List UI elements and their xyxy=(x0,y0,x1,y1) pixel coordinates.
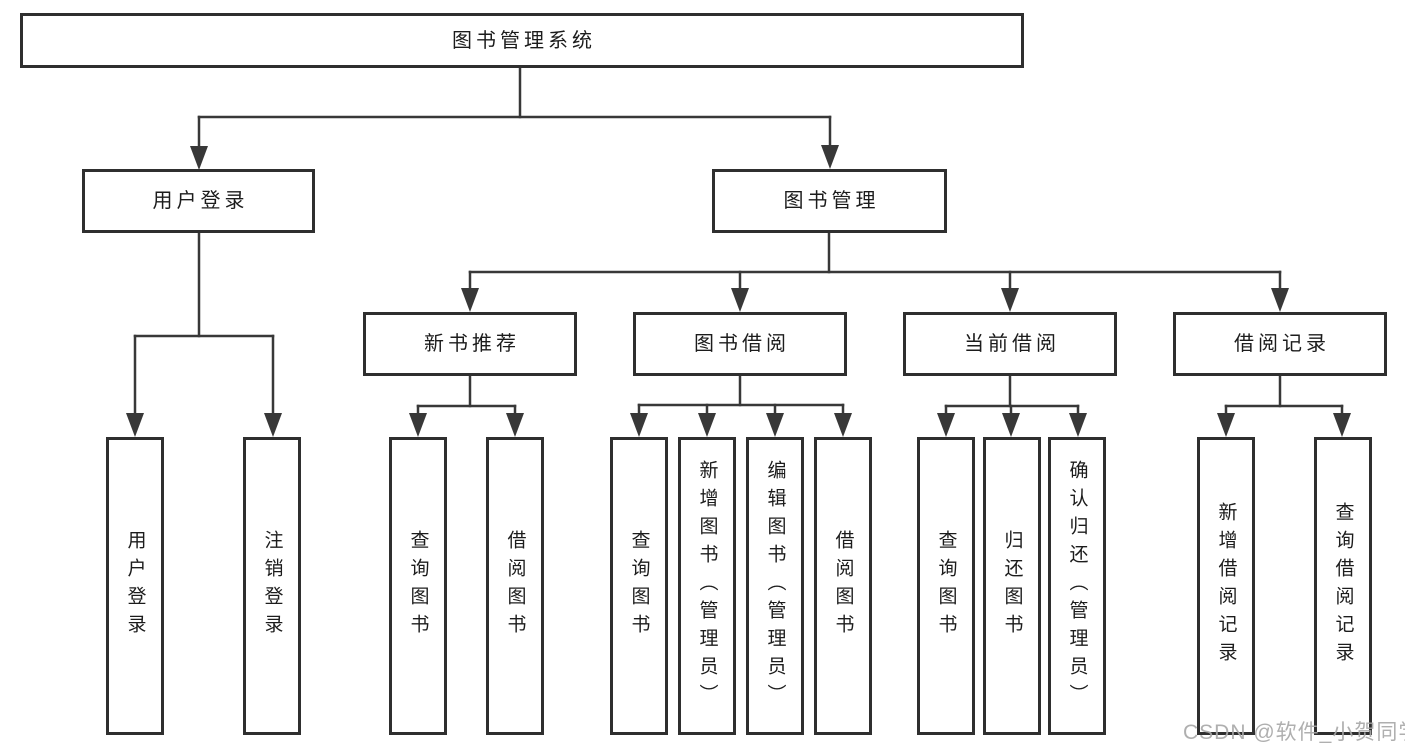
leaf-add-books-admin: 新增图书（管理员） xyxy=(678,437,736,735)
node-label: 注销登录 xyxy=(261,530,283,642)
node-new-book-recommend: 新书推荐 xyxy=(363,312,577,376)
node-label: 借阅图书 xyxy=(504,530,526,642)
leaf-return-books: 归还图书 xyxy=(983,437,1041,735)
node-label: 查询图书 xyxy=(935,530,957,642)
leaf-query-borrow-record: 查询借阅记录 xyxy=(1314,437,1372,735)
node-book-borrow: 图书借阅 xyxy=(633,312,847,376)
node-book-management: 图书管理 xyxy=(712,169,947,233)
leaf-query-books-recommend: 查询图书 xyxy=(389,437,447,735)
node-label: 查询借阅记录 xyxy=(1332,502,1354,670)
node-label: 新增借阅记录 xyxy=(1215,502,1237,670)
node-label: 用户登录 xyxy=(124,530,146,642)
node-label: 用户登录 xyxy=(152,190,249,212)
node-borrow-record: 借阅记录 xyxy=(1173,312,1387,376)
node-label: 编辑图书（管理员） xyxy=(764,460,786,712)
arrowheads xyxy=(126,145,1351,437)
csdn-watermark: CSDN @软件_小贺同学 xyxy=(1183,721,1405,744)
leaf-query-books-current: 查询图书 xyxy=(917,437,975,735)
node-label: 查询图书 xyxy=(407,530,429,642)
node-label: 确认归还（管理员） xyxy=(1066,460,1088,712)
leaf-borrow-books-recommend: 借阅图书 xyxy=(486,437,544,735)
node-label: 借阅图书 xyxy=(832,530,854,642)
node-label: 当前借阅 xyxy=(964,333,1060,355)
node-label: 图书借阅 xyxy=(694,333,790,355)
leaf-logout: 注销登录 xyxy=(243,437,301,735)
leaf-borrow-books: 借阅图书 xyxy=(814,437,872,735)
node-current-borrow: 当前借阅 xyxy=(903,312,1117,376)
node-label: 查询图书 xyxy=(628,530,650,642)
node-label: 图书管理系统 xyxy=(452,29,596,52)
leaf-query-books-borrow: 查询图书 xyxy=(610,437,668,735)
leaf-user-login: 用户登录 xyxy=(106,437,164,735)
node-label: 新增图书（管理员） xyxy=(696,460,718,712)
node-label: 归还图书 xyxy=(1001,530,1023,642)
leaf-confirm-return-admin: 确认归还（管理员） xyxy=(1048,437,1106,735)
node-root-library-system: 图书管理系统 xyxy=(20,13,1024,68)
node-user-login: 用户登录 xyxy=(82,169,315,233)
leaf-add-borrow-record: 新增借阅记录 xyxy=(1197,437,1255,735)
node-label: 借阅记录 xyxy=(1234,333,1330,355)
node-label: 图书管理 xyxy=(783,190,880,212)
leaf-edit-books-admin: 编辑图书（管理员） xyxy=(746,437,804,735)
node-label: 新书推荐 xyxy=(424,333,520,355)
